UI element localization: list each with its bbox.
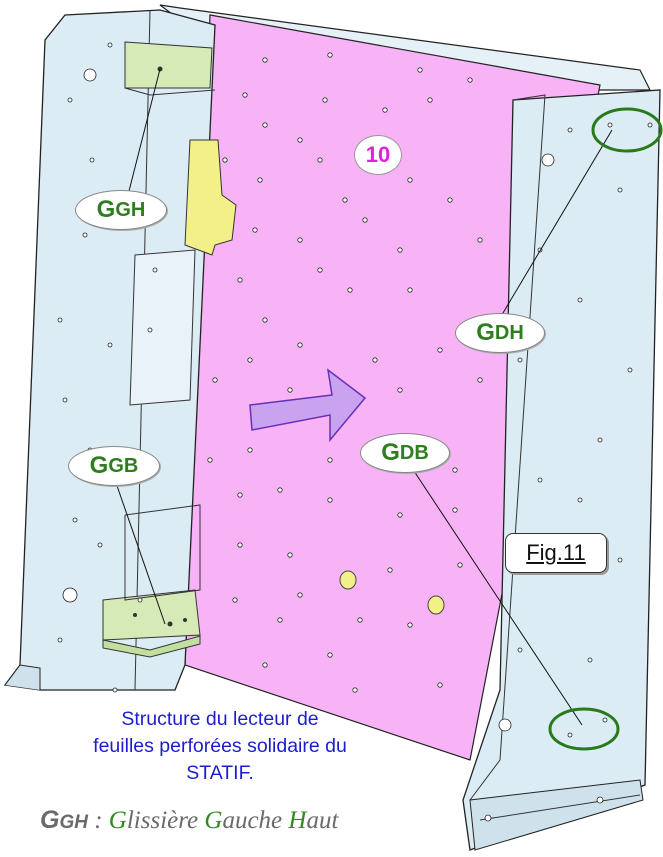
label-ggh-rest: GH: [115, 198, 146, 221]
left-foot: [4, 664, 41, 690]
rail-ggb-bracket: [124, 504, 201, 601]
legend-abbr-first: G: [40, 806, 60, 834]
legend-w1-rest: lissière: [126, 807, 205, 834]
label-ggb-rest: GB: [108, 454, 139, 477]
side-panel-holes: [57, 42, 653, 822]
yellow-plate: [184, 139, 237, 256]
legend-abbr-rest: GH: [59, 812, 88, 833]
caption-line-2: feuilles perforées solidaire du: [93, 735, 347, 757]
legend-separator: :: [87, 807, 109, 834]
pink-panel-holes: [207, 52, 483, 693]
caption-line-3: STATIF.: [186, 762, 254, 784]
rail-ggb: [102, 589, 201, 641]
legend-w2-rest: auche: [222, 807, 289, 834]
legend-w1-initial: G: [108, 807, 127, 834]
legend-w2-initial: G: [204, 807, 223, 834]
yellow-disc-1: [339, 570, 357, 590]
right-foot-line: [479, 794, 641, 821]
caption-line-1: Structure du lecteur de: [121, 708, 319, 730]
direction-arrow: [249, 368, 367, 443]
gdb-highlight: [548, 707, 620, 751]
yellow-disc-2: [427, 595, 445, 615]
right-panel-flange: [469, 94, 546, 801]
label-gdh-rest: DH: [494, 321, 524, 344]
label-ggh-first: G: [96, 196, 116, 223]
label-ggb-first: G: [89, 452, 109, 479]
legend: GGH : Glissière Gauche Haut: [40, 806, 338, 835]
legend-w3-rest: aut: [306, 807, 339, 834]
legend-w3-initial: H: [288, 807, 307, 834]
left-side-panel: [3, 9, 216, 691]
leader-lines: [114, 68, 613, 726]
gdh-highlight: [591, 107, 663, 153]
part-number-label: 10: [354, 135, 402, 175]
label-gdb-rest: DB: [399, 441, 429, 464]
rail-ggh-lip: [124, 87, 216, 96]
rail-ggb-lower: [102, 635, 201, 658]
figure-label: Fig.11: [505, 533, 607, 573]
caption: Structure du lecteur de feuilles perforé…: [40, 706, 400, 787]
label-gdh-first: G: [476, 319, 495, 346]
left-cutout: [129, 249, 196, 406]
rail-ggh: [124, 41, 213, 89]
label-gdb-first: G: [381, 439, 400, 466]
right-side-panel: [462, 89, 661, 851]
